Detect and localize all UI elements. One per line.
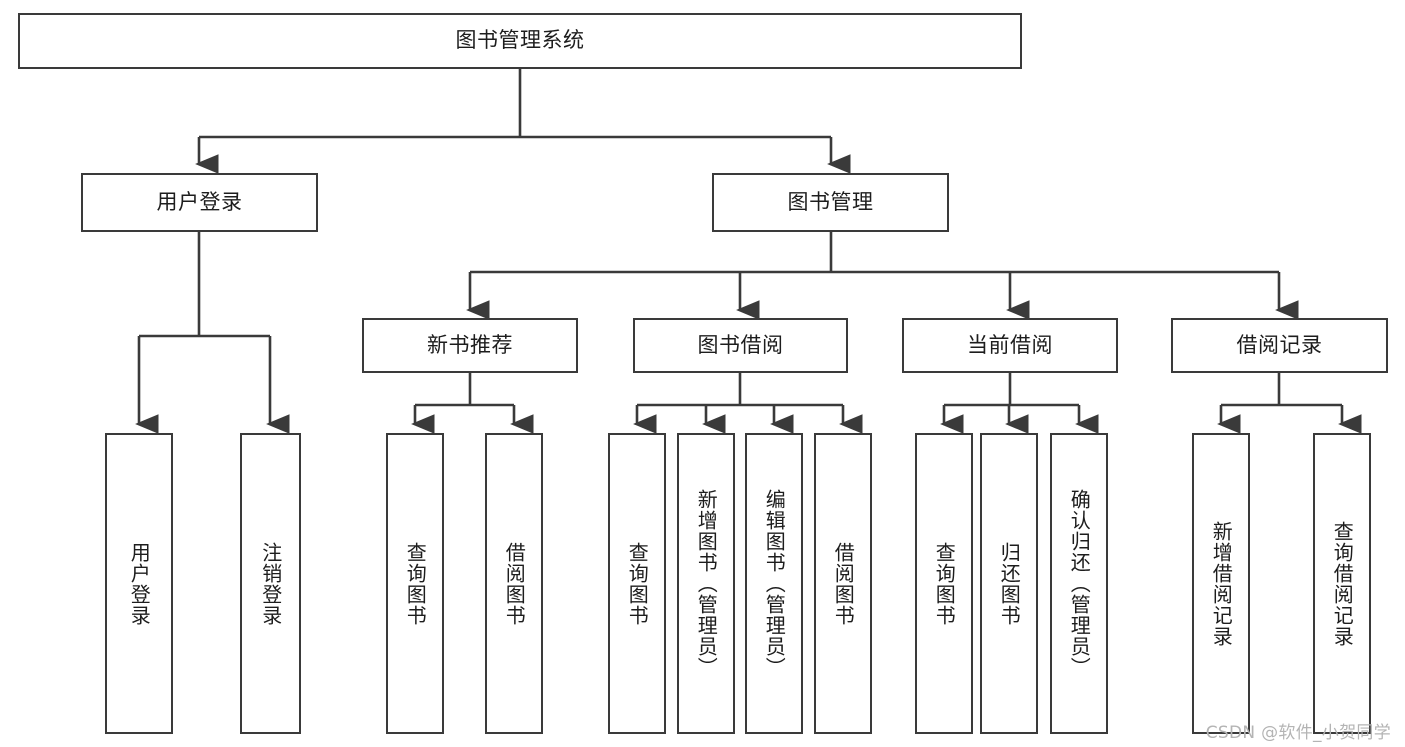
node-book-borrow[interactable]: 图书借阅 <box>633 318 848 373</box>
node-label: 图书借阅 <box>697 332 784 357</box>
node-label: 新书推荐 <box>427 332 513 357</box>
node-label: 用户登录 <box>156 189 243 214</box>
node-borrow-record[interactable]: 借阅记录 <box>1171 318 1388 373</box>
leaf-recommend-query-book[interactable]: 查询图书 <box>386 433 444 734</box>
leaf-user-login-logout[interactable]: 注销登录 <box>240 433 301 734</box>
leaf-label: 注销登录 <box>258 541 283 626</box>
leaf-borrow-edit-book-admin[interactable]: 编辑图书（管理员） <box>745 433 803 734</box>
leaf-label: 借阅图书 <box>831 541 856 626</box>
leaf-label: 查询图书 <box>932 541 957 626</box>
leaf-current-query-book[interactable]: 查询图书 <box>915 433 973 734</box>
leaf-recommend-borrow-book[interactable]: 借阅图书 <box>485 433 543 734</box>
watermark-text: CSDN @软件_小贺同学 <box>1205 723 1391 743</box>
leaf-label: 查询图书 <box>625 541 650 626</box>
leaf-label: 用户登录 <box>127 541 152 626</box>
leaf-label: 归还图书 <box>997 541 1022 626</box>
leaf-record-query-record[interactable]: 查询借阅记录 <box>1313 433 1371 734</box>
leaf-label: 查询图书 <box>403 541 428 626</box>
leaf-label: 借阅图书 <box>502 541 527 626</box>
node-label: 当前借阅 <box>967 332 1053 357</box>
leaf-borrow-borrow-book[interactable]: 借阅图书 <box>814 433 872 734</box>
node-book-management[interactable]: 图书管理 <box>712 173 949 232</box>
leaf-label: 确认归还（管理员） <box>1067 489 1092 678</box>
leaf-label: 编辑图书（管理员） <box>762 489 787 678</box>
leaf-record-add-record[interactable]: 新增借阅记录 <box>1192 433 1250 734</box>
leaf-borrow-add-book-admin[interactable]: 新增图书（管理员） <box>677 433 735 734</box>
node-new-book-recommend[interactable]: 新书推荐 <box>362 318 578 373</box>
leaf-label: 新增借阅记录 <box>1209 520 1234 647</box>
leaf-current-return-book[interactable]: 归还图书 <box>980 433 1038 734</box>
node-user-login[interactable]: 用户登录 <box>81 173 318 232</box>
leaf-label: 新增图书（管理员） <box>694 489 719 678</box>
node-current-borrow[interactable]: 当前借阅 <box>902 318 1118 373</box>
leaf-user-login-login[interactable]: 用户登录 <box>105 433 173 734</box>
leaf-borrow-query-book[interactable]: 查询图书 <box>608 433 666 734</box>
node-label: 图书管理系统 <box>455 28 585 53</box>
node-root-system[interactable]: 图书管理系统 <box>18 13 1022 69</box>
leaf-current-confirm-return-admin[interactable]: 确认归还（管理员） <box>1050 433 1108 734</box>
leaf-label: 查询借阅记录 <box>1330 520 1355 647</box>
node-label: 图书管理 <box>787 189 874 214</box>
node-label: 借阅记录 <box>1236 332 1323 357</box>
